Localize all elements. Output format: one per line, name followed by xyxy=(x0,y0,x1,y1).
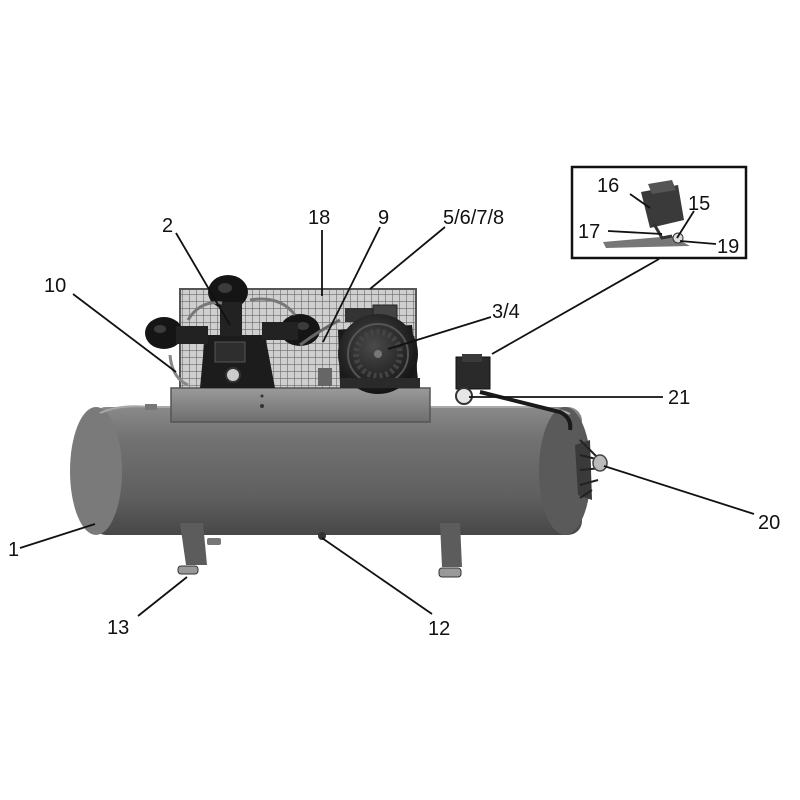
callout-9: 9 xyxy=(378,207,389,229)
electric-motor xyxy=(338,304,420,394)
pressure-switch-detail xyxy=(603,180,690,248)
leader-16 xyxy=(629,193,651,209)
leader-1 xyxy=(19,523,96,549)
callout-10: 10 xyxy=(44,275,66,297)
leader-2 xyxy=(175,232,231,326)
leader-17 xyxy=(607,230,663,235)
air-receiver-tank xyxy=(70,404,591,535)
leader-lines xyxy=(19,193,755,617)
pressure-gauge-icon xyxy=(455,387,473,405)
leader-12 xyxy=(321,537,433,615)
callout-12: 12 xyxy=(428,618,450,640)
callout-20: 20 xyxy=(758,512,780,534)
leader-19 xyxy=(679,240,717,245)
compressor-assembly xyxy=(70,275,608,578)
rear-valve-fitting xyxy=(575,439,608,500)
check-valve xyxy=(318,368,332,386)
callout-18: 18 xyxy=(308,207,330,229)
leader-20 xyxy=(603,465,755,515)
leader-3-4 xyxy=(387,316,492,350)
leader-15 xyxy=(676,210,695,239)
callout-3-4: 3/4 xyxy=(492,301,520,323)
inset-detail-box xyxy=(570,165,748,260)
leader-9 xyxy=(322,226,381,343)
leader-10 xyxy=(72,293,177,373)
callout-19: 19 xyxy=(717,236,739,258)
callout-1: 1 xyxy=(8,539,19,561)
callout-labels: 1 2 3/4 5/6/7/8 9 10 12 13 15 16 17 18 1… xyxy=(8,175,780,640)
callout-17: 17 xyxy=(578,221,600,243)
callout-16: 16 xyxy=(597,175,619,197)
leader-5-8 xyxy=(369,226,446,290)
callout-13: 13 xyxy=(107,617,129,639)
callout-21: 21 xyxy=(668,387,690,409)
callout-2: 2 xyxy=(162,215,173,237)
callout-15: 15 xyxy=(688,193,710,215)
tank-feet xyxy=(177,523,462,578)
leader-inset xyxy=(491,258,660,355)
delivery-pipe xyxy=(299,318,341,347)
drain-valve xyxy=(318,532,326,540)
mounting-platform xyxy=(170,387,431,423)
leader-13 xyxy=(137,576,188,617)
callout-5-8: 5/6/7/8 xyxy=(443,207,504,229)
